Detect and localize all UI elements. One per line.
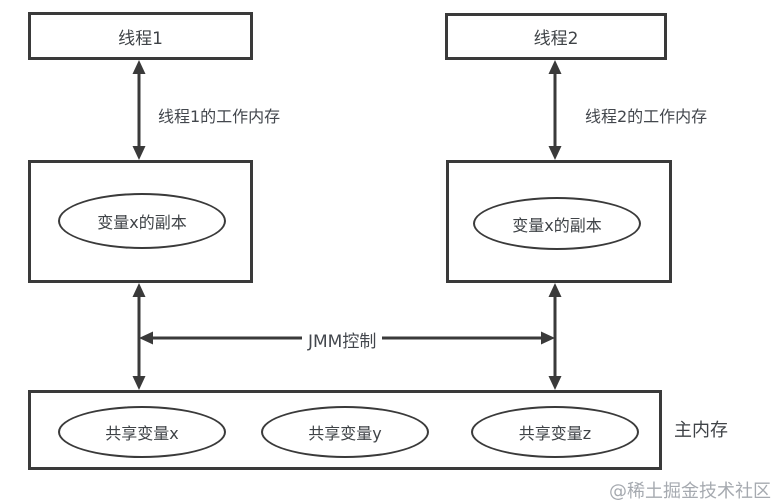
shared-var-y-ellipse: 共享变量y <box>261 406 429 458</box>
shared-var-y-label: 共享变量y <box>308 424 382 443</box>
main-memory-label: 主内存 <box>674 420 728 441</box>
main-memory-box: 共享变量x 共享变量y 共享变量z <box>28 390 662 470</box>
thread2-workmem-edge-label: 线程2的工作内存 <box>585 107 708 126</box>
thread1-workmem-edge-label: 线程1的工作内存 <box>158 107 281 126</box>
shared-var-z-ellipse: 共享变量z <box>471 406 639 458</box>
thread1-box: 线程1 <box>28 12 253 60</box>
workmem2-variable-copy-ellipse: 变量x的副本 <box>473 197 641 250</box>
jmm-control-label: JMM控制 <box>302 327 383 352</box>
workmem2-box: 变量x的副本 <box>446 160 672 283</box>
arrow-thread2-workmem2 <box>548 60 562 160</box>
shared-var-z-label: 共享变量z <box>518 424 592 443</box>
arrow-workmem1-mainmem <box>132 283 146 390</box>
workmem1-variable-copy-label: 变量x的副本 <box>97 213 187 232</box>
shared-var-x-ellipse: 共享变量x <box>58 406 226 458</box>
workmem2-variable-copy-label: 变量x的副本 <box>512 215 602 235</box>
thread2-label: 线程2 <box>533 29 579 49</box>
workmem1-box: 变量x的副本 <box>28 160 253 283</box>
thread1-label: 线程1 <box>118 28 163 49</box>
watermark-text: @稀土掘金技术社区 <box>609 481 771 502</box>
thread2-box: 线程2 <box>445 13 667 60</box>
arrow-thread1-workmem1 <box>132 60 146 160</box>
workmem1-variable-copy-ellipse: 变量x的副本 <box>58 193 226 249</box>
shared-var-x-label: 共享变量x <box>105 424 179 443</box>
arrow-workmem2-mainmem <box>548 283 562 390</box>
